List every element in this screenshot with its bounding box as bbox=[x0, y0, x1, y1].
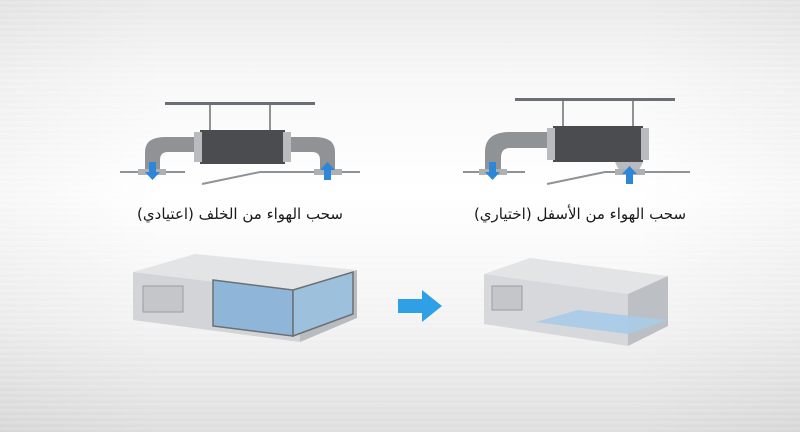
bottom-filter-strip bbox=[536, 310, 668, 334]
indoor-unit-body bbox=[200, 130, 285, 164]
return-duct bbox=[285, 137, 335, 170]
indoor-unit-body bbox=[553, 126, 643, 162]
unit-top bbox=[484, 258, 668, 294]
rear-return-schematic bbox=[120, 102, 360, 185]
unit-flange-right bbox=[641, 128, 649, 160]
false-ceiling-panel bbox=[546, 171, 606, 185]
electrical-box bbox=[491, 285, 523, 311]
ceiling-bar bbox=[515, 98, 675, 101]
supply-duct bbox=[485, 132, 550, 170]
unit-rear-filter bbox=[133, 254, 357, 342]
ceiling-bar bbox=[165, 102, 315, 105]
electrical-box bbox=[142, 285, 184, 313]
rear-filter-panel bbox=[292, 270, 354, 338]
caption-bottom-return: سحب الهواء من الأسفل (اختياري) bbox=[473, 205, 687, 223]
unit-flange-left bbox=[547, 128, 555, 160]
arrow-right-icon bbox=[398, 290, 442, 322]
caption-rear-return: سحب الهواء من الخلف (اعتيادي) bbox=[137, 205, 343, 223]
arrow-down-icon bbox=[145, 162, 160, 180]
unit-top bbox=[133, 254, 357, 292]
supply-duct bbox=[145, 137, 205, 170]
unit-flange-left bbox=[194, 132, 202, 162]
false-ceiling-panel bbox=[201, 171, 261, 185]
arrow-down-icon bbox=[485, 162, 500, 180]
bottom-return-box bbox=[615, 162, 643, 170]
bottom-return-schematic bbox=[463, 98, 690, 185]
unit-flange-right bbox=[283, 132, 291, 162]
arrow-up-icon bbox=[622, 166, 637, 184]
rear-filter-panel bbox=[212, 279, 294, 337]
arrow-up-icon bbox=[320, 162, 335, 180]
unit-bottom-filter bbox=[484, 258, 668, 346]
